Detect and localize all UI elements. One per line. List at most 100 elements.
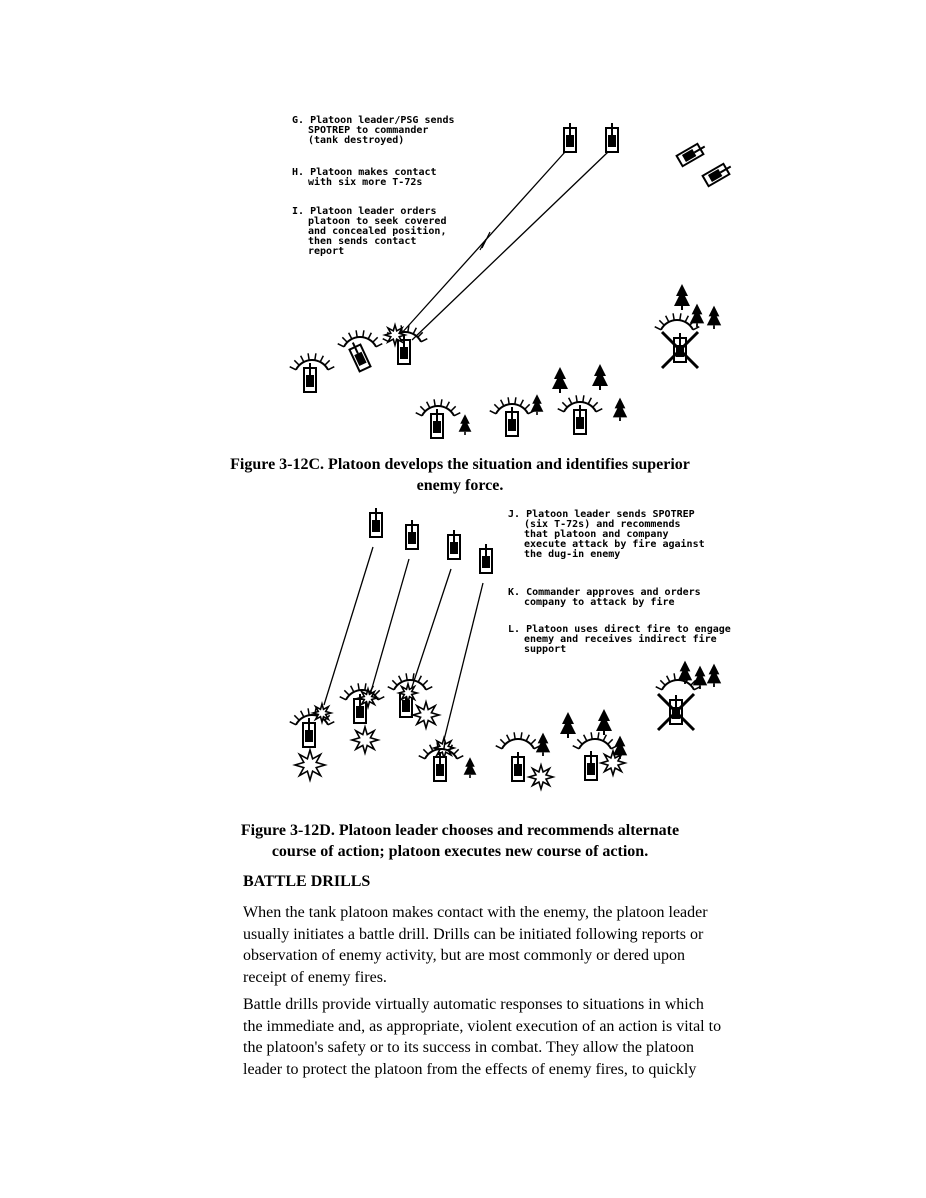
tree-icon	[560, 712, 576, 738]
tank-turret	[576, 417, 584, 429]
tree-crown	[530, 394, 544, 412]
tank-turret	[514, 764, 522, 776]
berm-tick	[405, 673, 408, 681]
berm-tick	[347, 332, 353, 340]
tree-crown	[560, 712, 576, 734]
berm-tick	[665, 675, 671, 683]
tree-crown	[552, 367, 568, 389]
tank-turret	[305, 730, 313, 742]
berm-arc	[295, 359, 329, 371]
berm-tick	[673, 673, 676, 681]
berm-tick	[377, 695, 385, 701]
berm-tick	[654, 325, 662, 331]
berm-tick	[327, 365, 335, 371]
berm-tick	[595, 407, 603, 413]
tank-turret	[433, 421, 441, 433]
enemy-tank-icon	[405, 520, 419, 550]
berm-tick	[415, 411, 423, 417]
berm-tick	[387, 685, 395, 691]
tank-turret	[436, 764, 444, 776]
direct-fire-line	[323, 546, 374, 706]
fighting-position-icon	[387, 673, 433, 691]
tree-icon	[592, 364, 608, 390]
tree-crown	[706, 663, 722, 684]
tree-crown	[692, 665, 708, 686]
berm-tick	[319, 355, 325, 363]
berm-tick	[339, 695, 347, 701]
section-heading: BATTLE DRILLS	[243, 873, 371, 890]
berm-tick	[664, 315, 670, 323]
tank-turret	[408, 532, 416, 544]
fighting-position-icon	[418, 742, 464, 760]
direct-fire-line	[411, 151, 609, 341]
tank-turret	[354, 351, 367, 367]
berm-tick	[495, 744, 503, 750]
tree-icon	[706, 305, 722, 330]
berm-tick	[343, 689, 350, 696]
fighting-position-icon	[337, 330, 383, 348]
berm-tick	[374, 689, 381, 696]
berm-arc	[578, 738, 612, 750]
explosion-icon	[310, 701, 334, 725]
berm-tick	[489, 409, 497, 415]
friendly-tank-icon	[584, 751, 598, 781]
figure-3-12c-diagram	[289, 123, 732, 439]
explosion-icon	[396, 681, 420, 705]
note-h: H. Platoon makes contact with six more T…	[292, 167, 437, 188]
berm-tick	[557, 407, 565, 413]
friendly-tank-icon	[302, 718, 316, 748]
berm-arc	[501, 738, 535, 750]
berm-tick	[422, 748, 429, 755]
explosion-icon	[526, 762, 556, 792]
explosion-icon	[382, 322, 408, 348]
berm-tick	[440, 399, 443, 407]
tank-turret	[608, 135, 616, 147]
berm-tick	[507, 397, 510, 405]
friendly-tank-icon	[505, 407, 519, 437]
tank-gun	[693, 145, 706, 154]
figure-3-12d-caption: Figure 3-12D. Platoon leader chooses and…	[240, 822, 680, 860]
tree-icon	[674, 284, 690, 310]
berm-tick	[372, 336, 379, 343]
berm-tick	[453, 411, 461, 417]
berm-tick	[355, 330, 358, 338]
figure-3-12d-diagram	[289, 508, 722, 792]
tank-gun	[719, 165, 732, 174]
tank-turret	[482, 556, 490, 568]
berm-arc	[495, 403, 529, 415]
figure-3-12c-caption: Figure 3-12C. Platoon develops the situa…	[230, 456, 690, 494]
berm-tick	[428, 744, 434, 752]
berm-tick	[324, 359, 331, 366]
tree-icon	[612, 735, 628, 760]
figure-3-12c-artwork	[289, 123, 732, 439]
tree-icon	[692, 665, 708, 690]
tank-turret	[566, 135, 574, 147]
berm-arc	[343, 336, 377, 348]
berm-tick	[659, 679, 666, 686]
berm-tick	[418, 754, 426, 760]
berm-tick	[299, 355, 305, 363]
berm-arc	[345, 689, 379, 701]
tree-icon	[689, 303, 705, 328]
direct-fire-line	[369, 558, 410, 696]
enemy-tank-icon	[605, 123, 619, 153]
friendly-tank-icon	[433, 752, 447, 782]
fighting-position-icon	[339, 683, 385, 701]
tree-icon	[458, 414, 472, 436]
friendly-tank-icon	[353, 694, 367, 724]
note-j: J. Platoon leader sends SPOTREP (six T-7…	[508, 509, 705, 560]
berm-tick	[367, 332, 373, 340]
tree-icon	[596, 709, 612, 735]
tree-crown	[677, 660, 693, 681]
berm-tick	[420, 337, 428, 343]
berm-tick	[582, 734, 588, 742]
berm-arc	[295, 714, 329, 726]
berm-tick	[456, 754, 464, 760]
tree-crown	[612, 735, 628, 756]
berm-tick	[289, 365, 297, 371]
fighting-position-icon	[557, 395, 603, 413]
tree-icon	[706, 663, 722, 688]
berm-tick	[513, 732, 516, 740]
tree-crown	[463, 757, 477, 775]
berm-tick	[655, 685, 663, 691]
